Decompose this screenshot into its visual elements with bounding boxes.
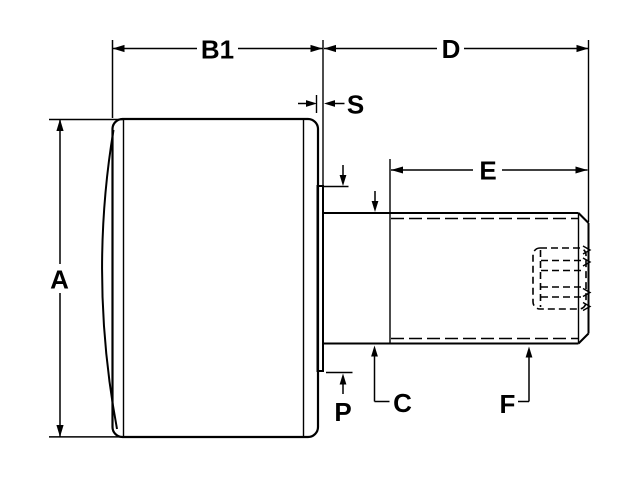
arrowhead-up-icon — [371, 345, 378, 357]
arrowhead-right-icon — [306, 100, 317, 107]
dim-b1-label: B1 — [201, 35, 234, 65]
dim-a-label: A — [50, 265, 69, 295]
arrowhead-left-icon — [391, 166, 403, 174]
roller — [101, 117, 320, 439]
flange-outline — [316, 185, 324, 372]
hex-socket-hidden-outline — [532, 247, 587, 310]
dim-p-label: P — [334, 397, 351, 427]
arrowhead-down-icon — [56, 425, 64, 437]
hex-socket-chevron — [582, 287, 592, 298]
dim-f-label: F — [500, 389, 516, 419]
arrowhead-right-icon — [310, 44, 323, 53]
arrowhead-down-icon — [371, 201, 379, 212]
arrowhead-left-icon — [324, 100, 335, 107]
dimension-P: P — [324, 165, 353, 427]
arrowhead-right-icon — [575, 166, 588, 174]
flange — [316, 185, 324, 372]
roller-crown-arc — [101, 129, 118, 430]
hex-socket-chevron — [582, 245, 592, 255]
arrowhead-right-icon — [576, 44, 589, 53]
dim-e-label: E — [479, 156, 496, 186]
dim-s-label: S — [347, 90, 364, 120]
hex-socket-chevron — [582, 257, 592, 267]
end-chamfer-bottom — [577, 332, 590, 345]
hex-socket — [532, 245, 592, 312]
arrowhead-left-icon — [324, 44, 336, 53]
dimension-D: D — [324, 34, 590, 222]
dimension-E: E — [391, 156, 588, 186]
hex-socket-chevron — [582, 301, 592, 312]
dimension-F: F — [500, 346, 533, 419]
roller-body-outline — [111, 117, 320, 439]
dimension-S: S — [298, 90, 364, 120]
dim-d-label: D — [442, 34, 461, 64]
dimension-A: A — [49, 118, 123, 438]
arrowhead-up-icon — [339, 373, 347, 385]
dim-c-label: C — [393, 388, 412, 418]
dimension-B1: B1 — [111, 35, 324, 186]
thread — [391, 217, 578, 340]
dimension-C: C — [371, 191, 412, 418]
arrowhead-up-icon — [56, 119, 64, 131]
arrowhead-left-icon — [112, 44, 125, 53]
arrowhead-up-icon — [525, 346, 533, 358]
arrowhead-down-icon — [339, 175, 347, 186]
stud — [323, 159, 590, 345]
end-chamfer-top — [577, 212, 590, 224]
